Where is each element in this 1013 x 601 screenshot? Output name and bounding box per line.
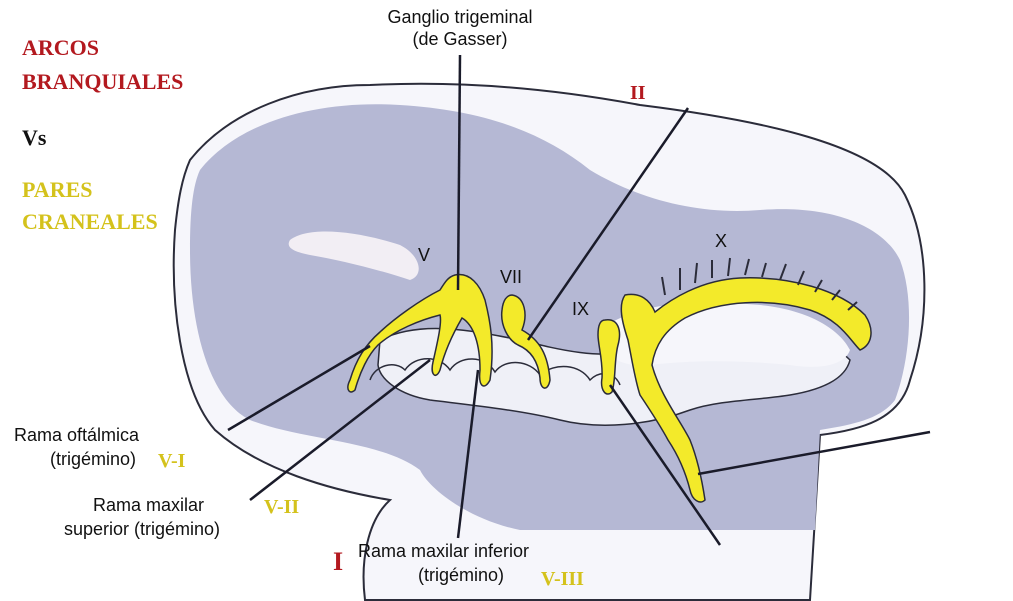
label-nerve-v: V — [418, 246, 430, 266]
label-oftalmica-2: (trigémino) — [50, 450, 136, 470]
label-nerve-ix: IX — [572, 300, 589, 320]
label-maxsup-code: V-II — [264, 496, 299, 518]
title-arcos: ARCOS — [22, 36, 99, 60]
label-oftalmica-1: Rama oftálmica — [14, 426, 139, 446]
top-red-mark: II — [630, 82, 646, 104]
label-ganglio-2: (de Gasser) — [355, 30, 565, 50]
label-nerve-vii: VII — [500, 268, 522, 288]
title-vs: Vs — [22, 126, 46, 150]
label-maxinf-code: V-III — [541, 568, 584, 590]
label-maxinf-2: (trigémino) — [418, 566, 504, 586]
title-pares: PARES — [22, 178, 93, 202]
label-oftalmica-code: V-I — [158, 450, 185, 472]
title-branquiales: BRANQUIALES — [22, 70, 183, 94]
label-maxsup-2: superior (trigémino) — [64, 520, 220, 540]
label-ganglio-1: Ganglio trigeminal — [355, 8, 565, 28]
label-maxinf-1: Rama maxilar inferior — [358, 542, 529, 562]
arch-numeral-i: I — [333, 548, 343, 577]
label-maxsup-1: Rama maxilar — [93, 496, 204, 516]
label-nerve-x: X — [715, 232, 727, 252]
title-craneales: CRANEALES — [22, 210, 158, 234]
